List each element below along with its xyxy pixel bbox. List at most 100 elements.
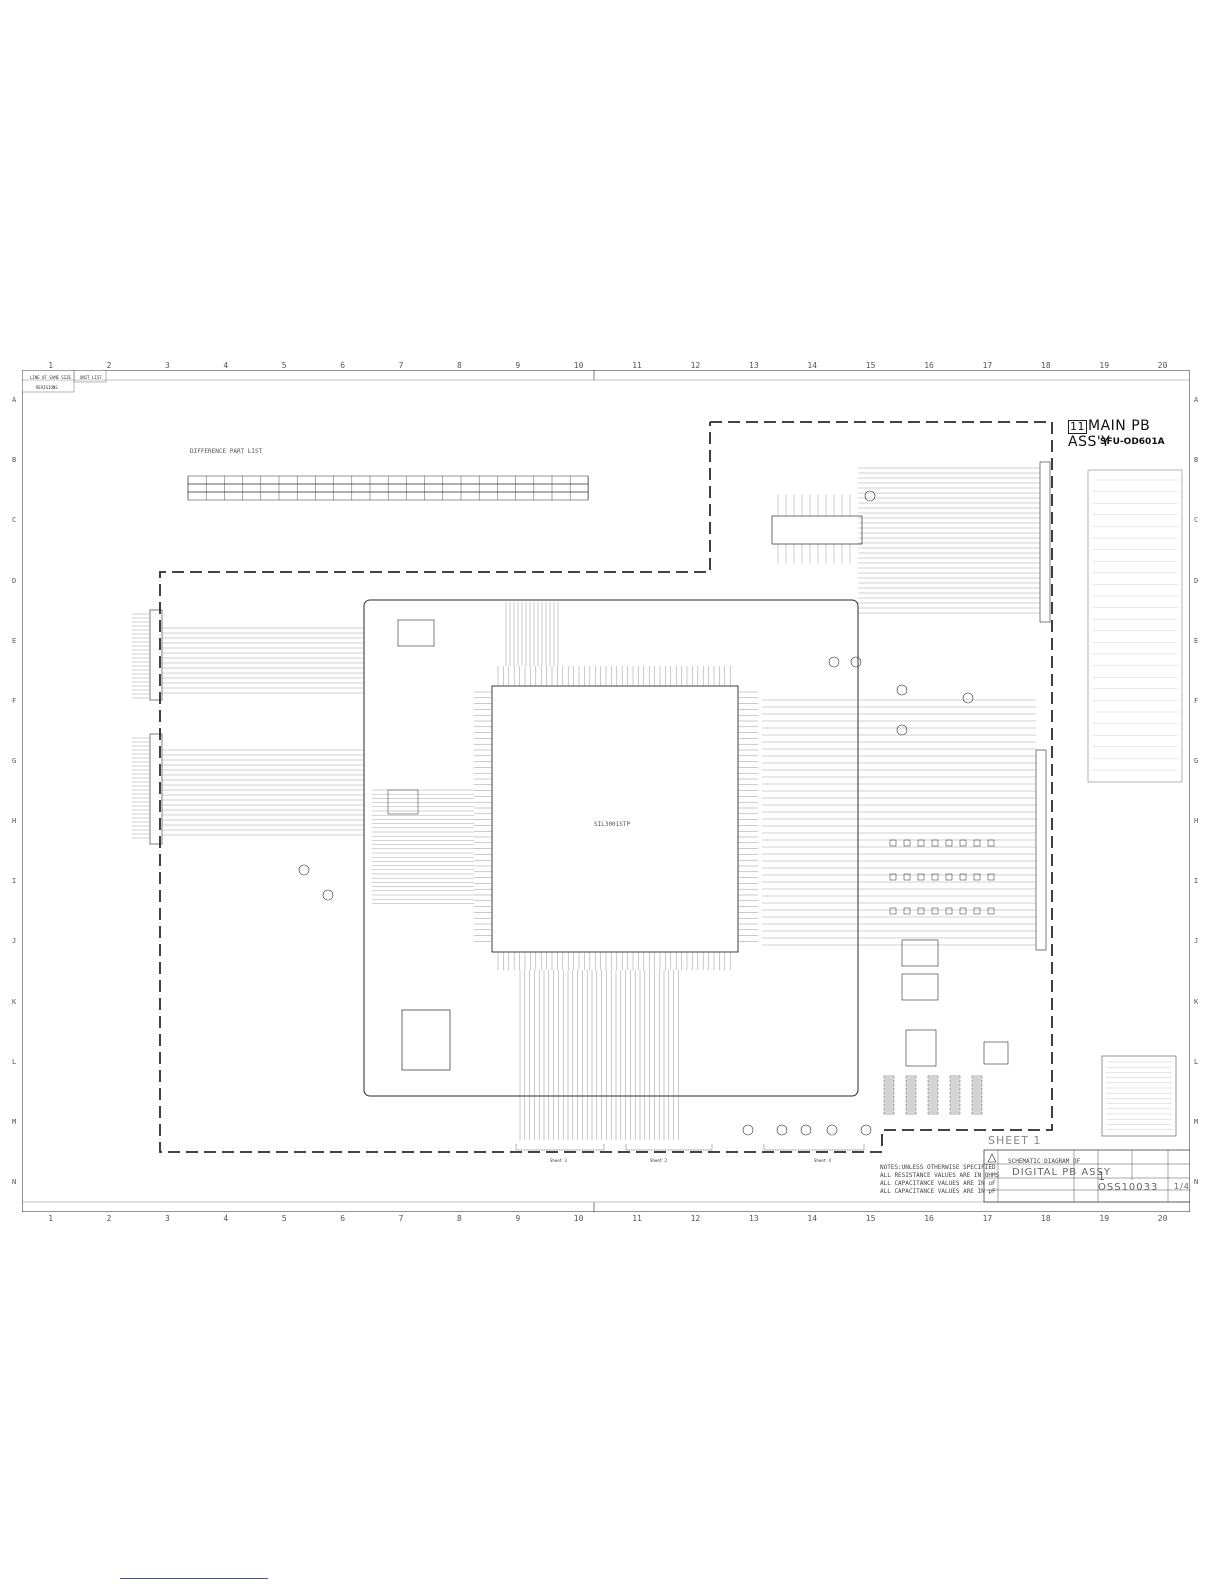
title-block: [983, 1149, 1190, 1203]
row-letter-right: A: [1194, 396, 1199, 405]
column-number-top: 18: [1041, 361, 1051, 370]
row-letter-right: K: [1194, 997, 1199, 1006]
small-ic: [387, 789, 419, 815]
resistor-array: [927, 1083, 939, 1087]
column-number-bottom: 20: [1157, 1214, 1168, 1223]
row-letter-right: M: [1194, 1117, 1199, 1126]
column-number-bottom: 8: [457, 1214, 462, 1223]
schematic-wiring: [22, 370, 1190, 1212]
resistor-array: [971, 1107, 983, 1111]
diode: [959, 839, 967, 847]
column-number-bottom: 2: [106, 1214, 112, 1223]
resistor-array: [927, 1099, 939, 1103]
resistor-array: [949, 1075, 961, 1079]
row-letter-left: L: [12, 1057, 17, 1066]
column-number-bottom: 16: [924, 1214, 934, 1223]
column-number-bottom: 12: [690, 1214, 701, 1223]
resistor-array: [883, 1087, 895, 1091]
resistor-array: [927, 1107, 939, 1111]
column-number-top: 7: [398, 361, 404, 370]
row-letter-left: F: [12, 696, 17, 705]
transistor: [962, 692, 974, 704]
group-bracket: [515, 1144, 605, 1151]
main-ic-body: [491, 685, 739, 953]
resistor-array: [927, 1075, 939, 1079]
bottom-group-sheet4: Sheet 4: [814, 1158, 831, 1163]
header-box-right: [73, 370, 107, 383]
transistor: [826, 1124, 838, 1136]
sheet-label: SHEET 1: [988, 1134, 1042, 1147]
diode: [917, 907, 925, 915]
main-ic-label: SIL3001STP: [594, 821, 631, 828]
row-letter-right: N: [1194, 1177, 1199, 1186]
transistor: [850, 656, 862, 668]
resistor-array: [883, 1103, 895, 1107]
column-number-bottom: 11: [632, 1214, 642, 1223]
diode: [889, 839, 897, 847]
diode: [987, 839, 995, 847]
resistor-array: [927, 1091, 939, 1095]
row-letter-left: M: [12, 1117, 17, 1126]
diode: [973, 873, 981, 881]
column-number-top: 4: [223, 361, 229, 370]
resistor-array: [883, 1095, 895, 1099]
transistor: [800, 1124, 812, 1136]
diode: [917, 839, 925, 847]
resistor-array: [927, 1111, 939, 1115]
resistor-array: [883, 1091, 895, 1095]
resistor-array: [949, 1079, 961, 1083]
resistor-array: [949, 1091, 961, 1095]
resistor-array: [927, 1079, 939, 1083]
resistor-array: [971, 1079, 983, 1083]
note-box: [1101, 1055, 1177, 1137]
diode: [889, 873, 897, 881]
assembly-subtitle: SFU-OD601A: [1100, 437, 1165, 447]
resistor-array: [949, 1107, 961, 1111]
column-number-bottom: 18: [1041, 1214, 1051, 1223]
resistor-array: [905, 1107, 917, 1111]
column-number-top: 20: [1157, 361, 1168, 370]
resistor-array: [883, 1099, 895, 1103]
ic-8pin: [901, 973, 939, 1001]
bottom-group-sheet3: Sheet 3: [550, 1158, 567, 1163]
diode: [945, 907, 953, 915]
row-letter-right: D: [1194, 576, 1199, 585]
resistor-array: [905, 1083, 917, 1087]
diode: [931, 839, 939, 847]
header-line-of-same-size: LINE OF SAME SIZE: [30, 375, 71, 380]
column-number-bottom: 3: [165, 1214, 170, 1223]
row-letter-left: J: [12, 937, 17, 946]
column-number-top: 13: [749, 361, 759, 370]
row-letter-left: G: [12, 756, 17, 765]
row-letter-left: H: [12, 817, 17, 826]
resistor-array: [883, 1111, 895, 1115]
group-bracket: [625, 1144, 713, 1151]
resistor-array: [883, 1075, 895, 1079]
column-number-bottom: 13: [749, 1214, 759, 1223]
column-number-bottom: 5: [281, 1214, 287, 1223]
resistor-array: [905, 1099, 917, 1103]
transistor: [828, 656, 840, 668]
note-line-3: ALL CAPACITANCE VALUES ARE IN uF: [880, 1180, 996, 1187]
resistor-array: [949, 1083, 961, 1087]
diode: [973, 839, 981, 847]
transistor: [864, 490, 876, 502]
row-letter-left: K: [12, 997, 17, 1006]
diode: [889, 907, 897, 915]
column-number-top: 17: [982, 361, 993, 370]
row-letter-left: B: [12, 456, 17, 465]
resistor-array: [949, 1087, 961, 1091]
resistor-array: [971, 1075, 983, 1079]
row-letter-right: L: [1194, 1057, 1199, 1066]
resistor-array: [971, 1083, 983, 1087]
diode: [987, 873, 995, 881]
note-line-2: ALL RESISTANCE VALUES ARE IN OHMS: [880, 1172, 1000, 1179]
title-block-page: 1/4: [1174, 1182, 1190, 1191]
column-number-top: 19: [1099, 361, 1110, 370]
resistor-array: [905, 1079, 917, 1083]
diode: [945, 873, 953, 881]
row-letter-right: F: [1194, 696, 1199, 705]
top-right-ic: [771, 515, 863, 545]
resistor-array: [949, 1111, 961, 1115]
